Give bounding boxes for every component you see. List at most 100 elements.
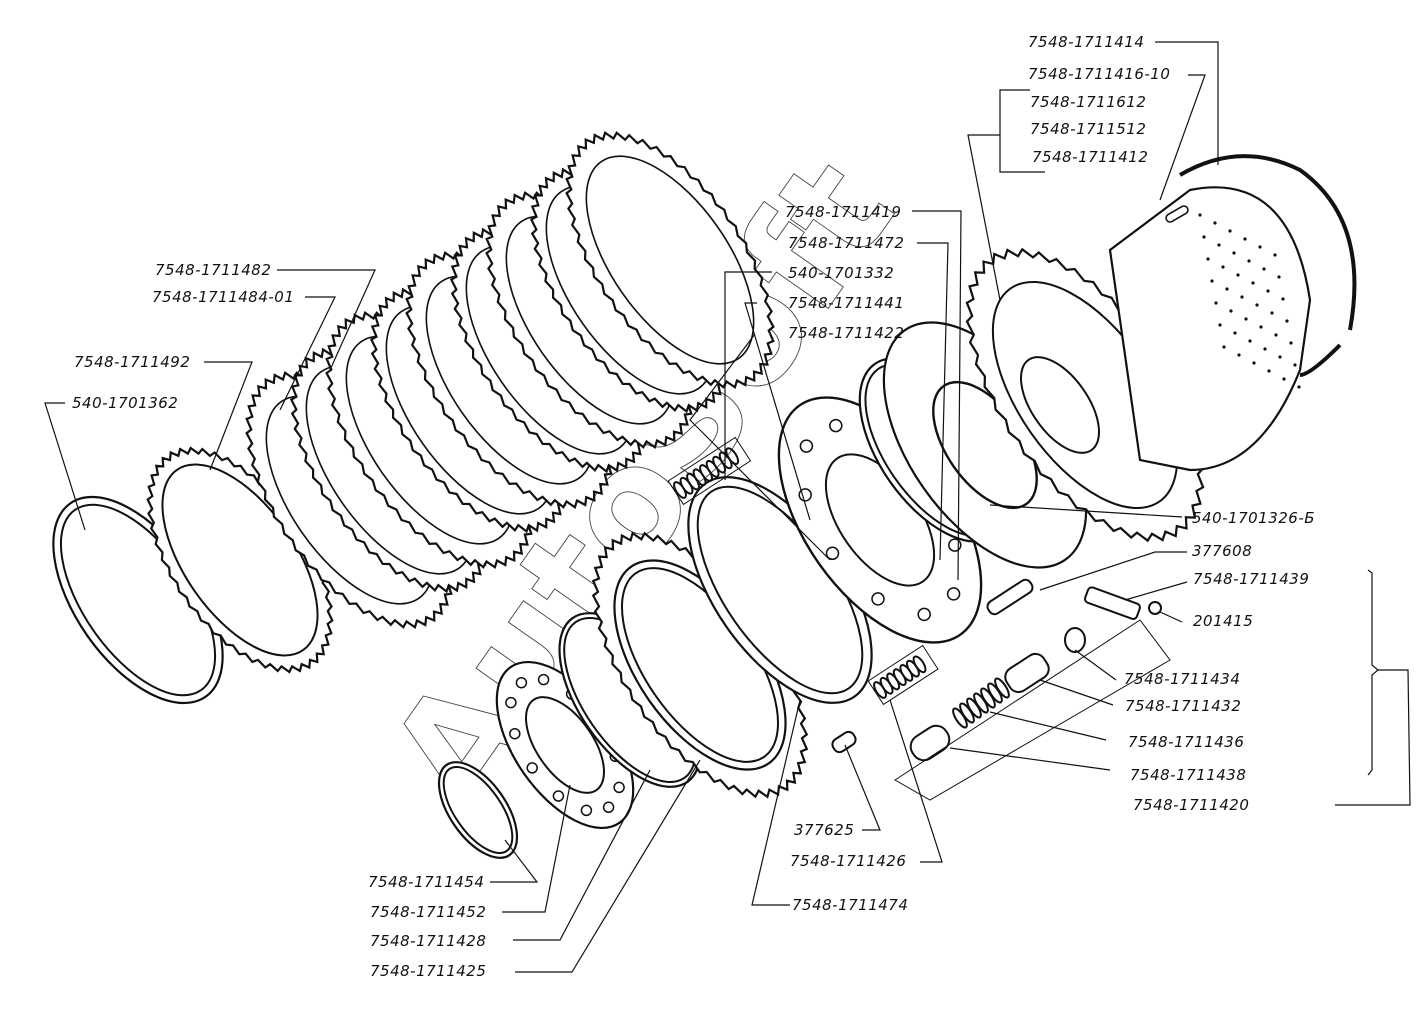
drum-perforation	[1285, 319, 1289, 323]
leader-c14	[44, 402, 86, 531]
piston-hole	[799, 439, 814, 453]
leader-c11	[277, 269, 376, 371]
leader-c9	[744, 302, 811, 521]
callout-label: 7548-1711482	[155, 261, 271, 279]
drum-perforation	[1237, 353, 1241, 357]
drum-perforation	[1247, 259, 1251, 263]
callout-label: 7548-1711412	[1032, 148, 1148, 166]
drum-snap-ring-end	[1299, 343, 1342, 377]
leader-c10	[689, 333, 831, 561]
leader-c13	[204, 361, 253, 471]
callout-label: 7548-1711438	[1130, 766, 1246, 784]
drum-perforation	[1251, 281, 1255, 285]
leader-c2	[1159, 74, 1206, 201]
piston-hole	[871, 592, 885, 606]
callout-label: 7548-1711472	[788, 234, 904, 252]
leader-c25	[889, 699, 943, 863]
dowel-pin	[831, 730, 857, 754]
leader-c6	[912, 210, 962, 581]
drum-perforation	[1243, 237, 1247, 241]
drum-perforation	[1210, 279, 1214, 283]
drum-perforation	[1278, 355, 1282, 359]
flange-hole	[537, 673, 550, 686]
flange-hole	[515, 676, 528, 689]
drum-perforation	[1262, 267, 1266, 271]
leader-c29	[513, 769, 651, 941]
leader-c8	[724, 271, 772, 480]
leader-c30	[515, 759, 701, 973]
drum-perforation	[1229, 309, 1233, 313]
drum-perforation	[1282, 377, 1286, 381]
drum-snap-ring	[1178, 154, 1357, 331]
callout-label: 540-1701332	[788, 264, 894, 282]
leader-c23	[1335, 669, 1411, 806]
leader-c22	[949, 747, 1111, 771]
flange-hole	[613, 781, 625, 794]
drum-perforation	[1222, 345, 1226, 349]
flange-hole	[602, 801, 615, 814]
callout-label: 7548-1711434	[1124, 670, 1240, 688]
callout-label: 7548-1711441	[788, 294, 904, 312]
leader-c28	[502, 784, 571, 913]
callout-label: 7548-1711432	[1125, 697, 1241, 715]
callout-label: 7548-1711439	[1193, 570, 1309, 588]
leader-c12	[279, 296, 336, 411]
leader-c1	[1155, 41, 1219, 165]
drum-perforation	[1281, 297, 1285, 301]
leader-c24	[844, 744, 881, 831]
spring-bottom-coil	[912, 655, 927, 674]
drum-perforation	[1293, 363, 1297, 367]
callout-label: 201415	[1193, 612, 1253, 630]
leader-c15	[989, 504, 1183, 518]
leader-c3-c5-bracket	[999, 89, 1045, 173]
drum-perforation	[1244, 317, 1248, 321]
flange-hole	[552, 790, 565, 802]
flange-hole	[580, 804, 593, 817]
clutch-drum	[1108, 186, 1312, 472]
piston-hole	[917, 607, 931, 622]
drum-perforation	[1232, 251, 1236, 255]
leader-c21	[989, 711, 1107, 741]
callout-label: 7548-1711436	[1128, 733, 1244, 751]
drum-perforation	[1297, 385, 1301, 389]
leader-c26	[751, 699, 801, 906]
callout-label: 7548-1711416-10	[1028, 65, 1170, 83]
drum-perforation	[1218, 323, 1222, 327]
callout-label: 540-1701326-Б	[1192, 509, 1315, 527]
drum-perforation	[1228, 229, 1232, 233]
callout-label: 7548-1711474	[792, 896, 908, 914]
drum-perforation	[1217, 243, 1221, 247]
piston-hole	[948, 538, 962, 552]
callout-label: 7548-1711492	[74, 353, 190, 371]
leader-c18	[1159, 611, 1183, 623]
callout-label: 7548-1711452	[370, 903, 486, 921]
drum-perforation	[1273, 253, 1277, 257]
leader-c20	[1039, 679, 1114, 706]
callout-label: 540-1701362	[72, 394, 178, 412]
drum-perforation	[1240, 295, 1244, 299]
callout-label: 7548-1711426	[790, 852, 906, 870]
hub-shaft	[1019, 356, 1101, 454]
callout-label: 7548-1711419	[785, 203, 901, 221]
valve-spool	[1004, 652, 1050, 694]
leader-lines	[44, 41, 1411, 973]
callout-label: 7548-1711420	[1133, 796, 1249, 814]
callout-label: 7548-1711425	[370, 962, 486, 980]
leader-brace	[1367, 569, 1379, 776]
drum-perforation	[1267, 369, 1271, 373]
drum-perforation	[1289, 341, 1293, 345]
clutch-disc-inner	[585, 155, 755, 365]
callout-label: 7548-1711422	[788, 324, 904, 342]
drum-perforation	[1258, 245, 1262, 249]
callout-labels: 7548-1711414 7548-1711416-10 7548-171161…	[72, 33, 1315, 980]
callout-label: 7548-1711414	[1028, 33, 1144, 51]
toothed-ring	[146, 446, 334, 674]
drum-perforation	[1225, 287, 1229, 291]
valve-spring-coil	[994, 677, 1010, 699]
leader-c7	[917, 242, 949, 561]
drum-perforation	[1233, 331, 1237, 335]
piston-hole	[825, 546, 840, 561]
bracket-bolt	[1148, 601, 1162, 615]
flange-hole	[505, 696, 517, 709]
drum-perforation	[1266, 289, 1270, 293]
